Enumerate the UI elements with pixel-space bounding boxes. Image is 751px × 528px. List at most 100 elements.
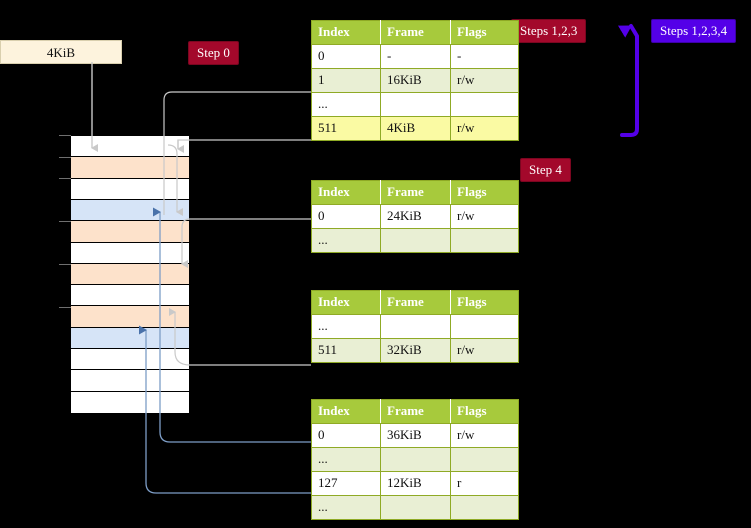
- memory-frame-row: [71, 327, 189, 350]
- memory-frame-row: [71, 199, 189, 222]
- cell-flags: r/w: [450, 68, 519, 93]
- cell-flags: [450, 314, 519, 339]
- physical-memory-column: [70, 135, 190, 414]
- col-index-header: Index: [311, 399, 381, 424]
- cell-index: ...: [311, 495, 381, 520]
- table-header-row: Index Frame Flags: [311, 290, 519, 315]
- cell-index: 127: [311, 471, 381, 496]
- steps-1234-badge: Steps 1,2,3,4: [652, 20, 736, 42]
- memory-frame-row: [71, 349, 189, 371]
- table-header-row: Index Frame Flags: [311, 180, 519, 205]
- frame-4kib-box: 4KiB: [0, 40, 122, 64]
- cell-flags: [450, 92, 519, 117]
- cell-index: ...: [311, 314, 381, 339]
- cell-frame: [380, 447, 451, 472]
- table-header-row: Index Frame Flags: [311, 20, 519, 45]
- table-row: ...: [311, 495, 519, 520]
- frame-4kib-label: 4KiB: [46, 44, 76, 60]
- cell-flags: [450, 495, 519, 520]
- cell-frame: [380, 495, 451, 520]
- memory-frame-row: [71, 157, 189, 179]
- cell-index: ...: [311, 447, 381, 472]
- cell-flags: -: [450, 44, 519, 69]
- memory-frame-row: [71, 221, 189, 243]
- cell-frame: 32KiB: [380, 338, 451, 363]
- table-row: ...: [311, 447, 519, 472]
- col-frame-header: Frame: [380, 399, 451, 424]
- steps-123-label: Steps 1,2,3: [520, 23, 578, 38]
- col-flags-header: Flags: [450, 290, 519, 315]
- cell-index: 511: [311, 116, 381, 141]
- cell-flags: [450, 228, 519, 253]
- cell-flags: r: [450, 471, 519, 496]
- table-row: ...: [311, 314, 519, 339]
- col-index-header: Index: [311, 20, 381, 45]
- col-flags-header: Flags: [450, 180, 519, 205]
- cell-flags: r/w: [450, 204, 519, 229]
- steps-123-badge: Steps 1,2,3: [512, 20, 586, 42]
- col-frame-header: Frame: [380, 290, 451, 315]
- memory-frame-row: [71, 178, 189, 200]
- memory-tick: [59, 135, 71, 136]
- wire-step0-pml4: [177, 139, 311, 148]
- memory-tick: [59, 157, 71, 158]
- cell-frame: 4KiB: [380, 116, 451, 141]
- cell-frame: 36KiB: [380, 423, 451, 448]
- col-index-header: Index: [311, 290, 381, 315]
- memory-tick: [59, 307, 71, 308]
- step-0-badge: Step 0: [189, 42, 238, 64]
- cell-frame: -: [380, 44, 451, 69]
- cell-frame: 24KiB: [380, 204, 451, 229]
- table-row: ...: [311, 228, 519, 253]
- cell-index: 0: [311, 423, 381, 448]
- cell-index: 511: [311, 338, 381, 363]
- table-row: ...: [311, 92, 519, 117]
- cell-frame: 16KiB: [380, 68, 451, 93]
- cell-frame: 12KiB: [380, 471, 451, 496]
- cell-index: 0: [311, 44, 381, 69]
- memory-frame-row: [71, 242, 189, 264]
- cell-index: ...: [311, 228, 381, 253]
- memory-tick: [59, 264, 71, 265]
- memory-frame-row: [71, 136, 189, 158]
- memory-tick: [59, 221, 71, 222]
- memory-tick: [59, 178, 71, 179]
- cell-flags: r/w: [450, 116, 519, 141]
- table-row: 0--: [311, 44, 519, 69]
- cell-flags: r/w: [450, 338, 519, 363]
- memory-frame-row: [71, 263, 189, 286]
- cell-flags: r/w: [450, 423, 519, 448]
- step-4-badge: Step 4: [521, 159, 570, 181]
- col-flags-header: Flags: [450, 20, 519, 45]
- col-frame-header: Frame: [380, 20, 451, 45]
- step-0-label: Step 0: [197, 45, 230, 60]
- wire-steps-1234-bracket: [617, 24, 639, 137]
- steps-1234-label: Steps 1,2,3,4: [660, 23, 728, 38]
- memory-frame-row: [71, 391, 189, 413]
- memory-frame-row: [71, 306, 189, 328]
- cell-flags: [450, 447, 519, 472]
- memory-frame-row: [71, 285, 189, 307]
- cell-frame: [380, 314, 451, 339]
- step-4-label: Step 4: [529, 162, 562, 177]
- memory-frame-row: [71, 370, 189, 392]
- table-header-row: Index Frame Flags: [311, 399, 519, 424]
- cell-frame: [380, 228, 451, 253]
- cell-frame: [380, 92, 451, 117]
- cell-index: 0: [311, 204, 381, 229]
